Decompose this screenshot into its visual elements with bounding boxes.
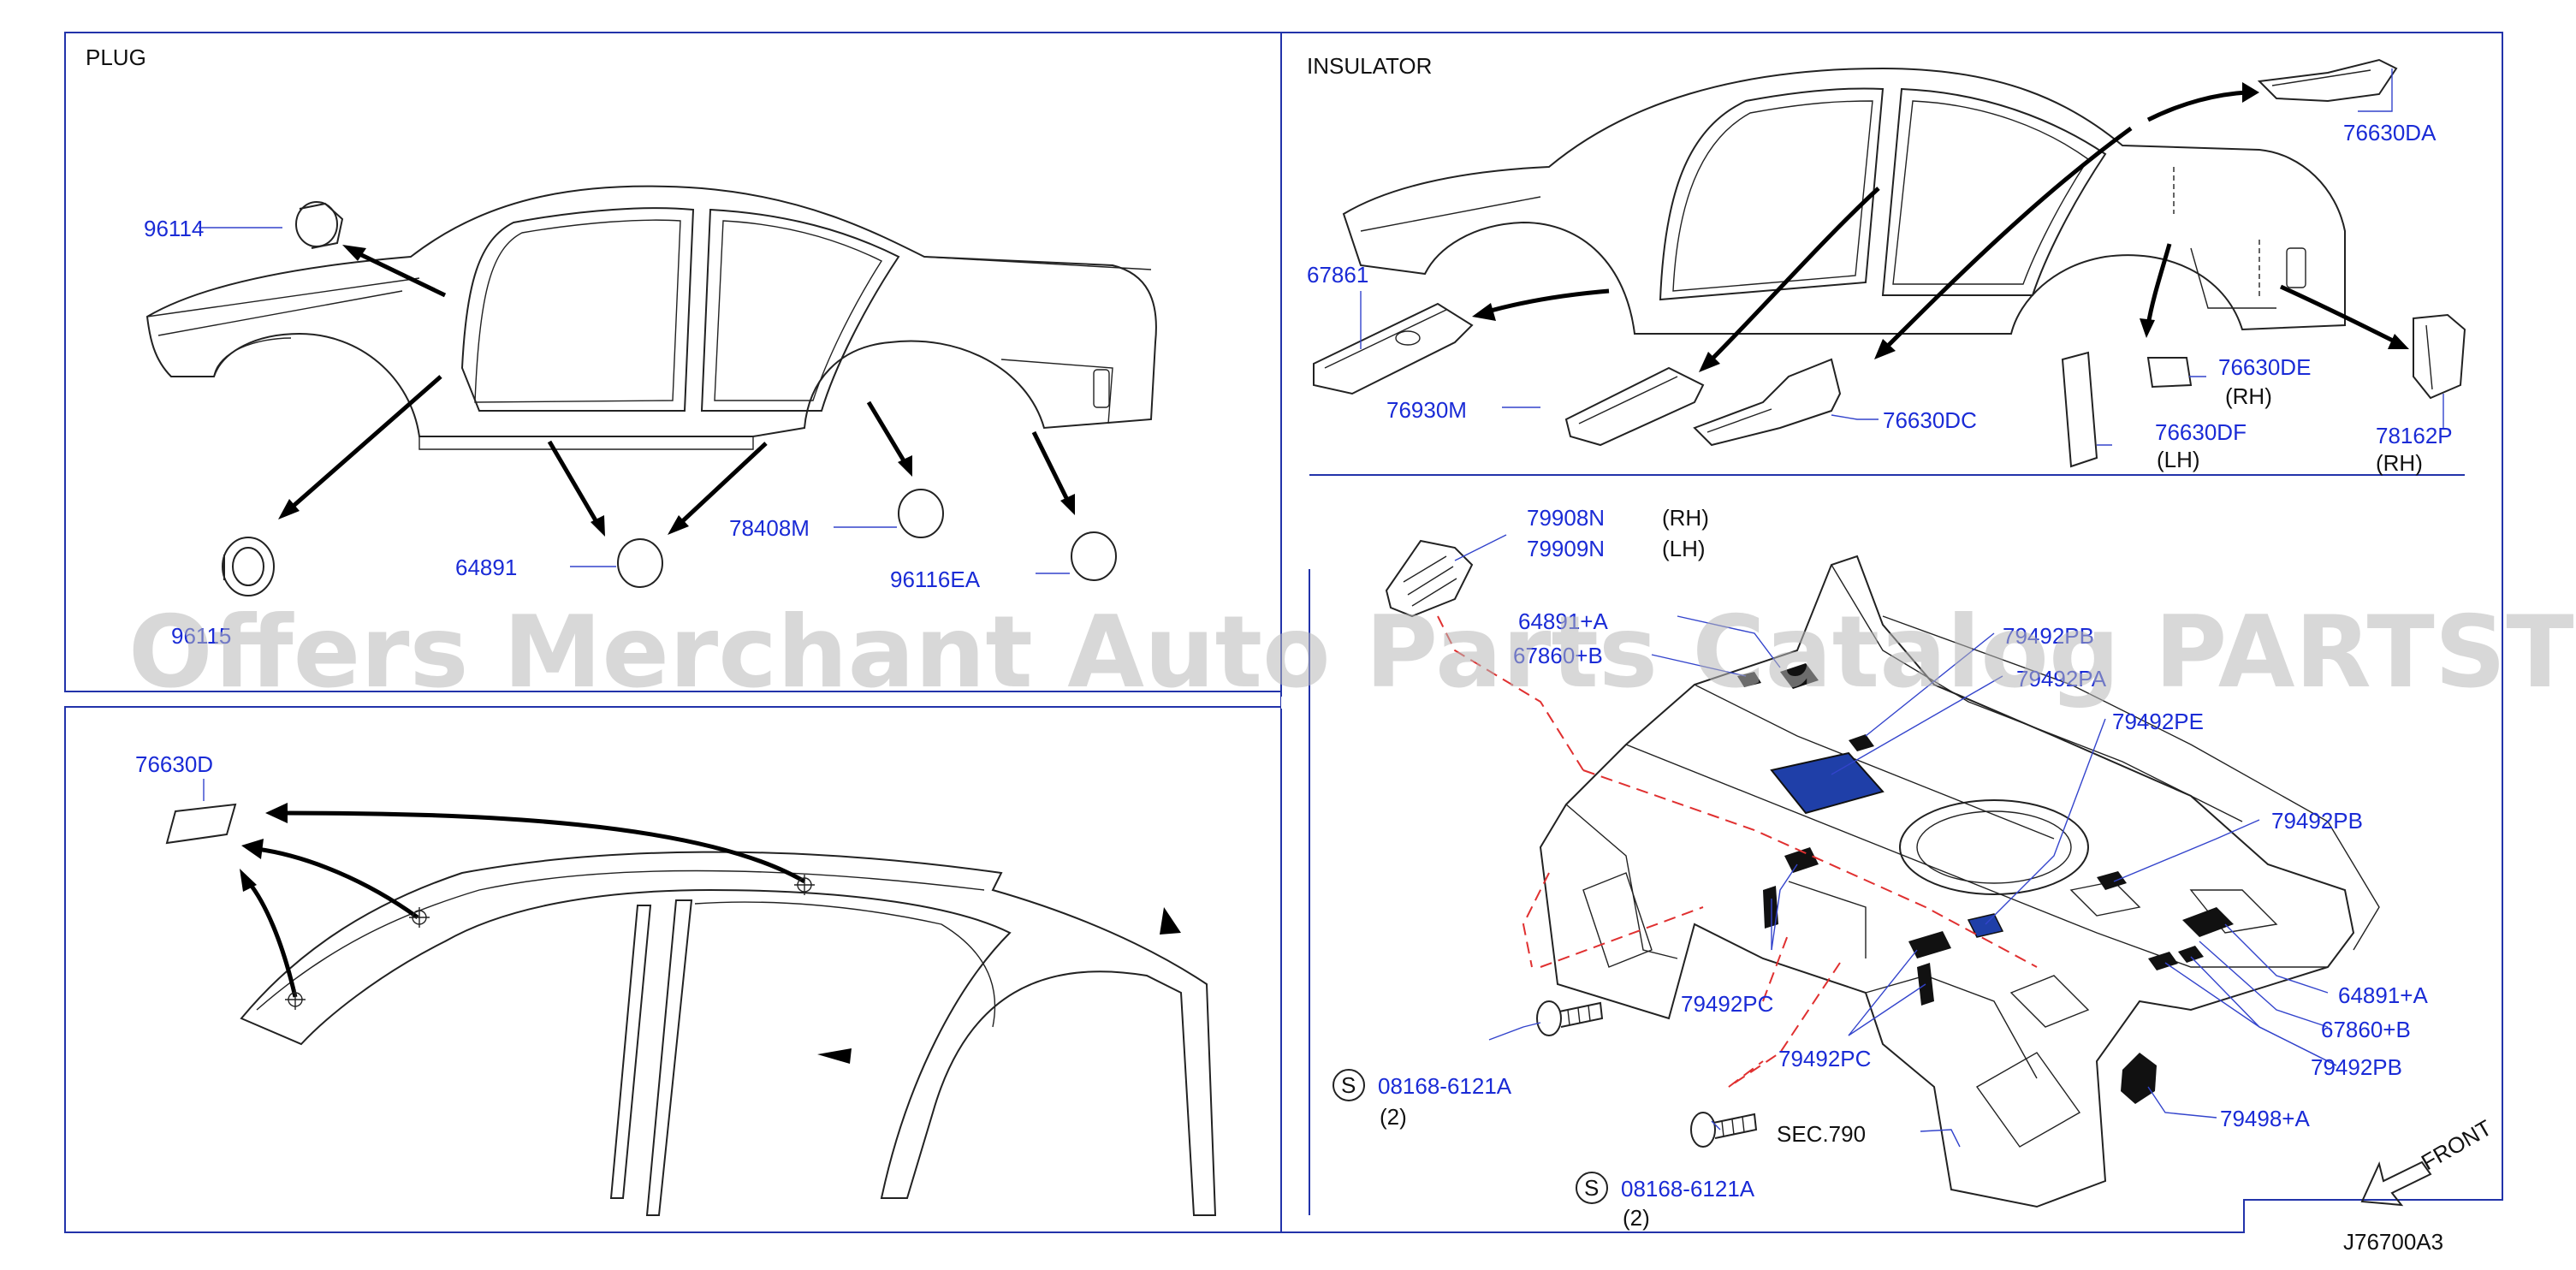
diagram-code: J76700A3	[2343, 1229, 2443, 1255]
hidden-lines	[1437, 615, 2038, 1088]
label-bolt-lower-qty: (2)	[1623, 1205, 1650, 1231]
label-76630DF: 76630DF	[2155, 419, 2247, 445]
svg-text:S: S	[1584, 1175, 1599, 1201]
label-76630DA: 76630DA	[2343, 120, 2437, 145]
floor-leaders	[1454, 534, 2337, 1148]
front-indicator: FRONT	[2360, 1114, 2496, 1207]
label-64891A-top: 64891+A	[1518, 608, 1608, 634]
part-76630DE	[2146, 357, 2193, 389]
part-bolt-upper	[1536, 1000, 1604, 1036]
part-64891-plug	[617, 538, 663, 588]
label-78162P: 78162P	[2376, 423, 2453, 448]
label-96116EA: 96116EA	[890, 567, 981, 592]
label-79492PB-top: 79492PB	[2003, 623, 2094, 649]
plug-title: PLUG	[86, 45, 146, 70]
part-76930M	[1564, 366, 1705, 447]
roof-rail-panel: 76630D	[135, 751, 1217, 1216]
label-96114: 96114	[144, 216, 204, 241]
part-96116EA-plug	[1071, 531, 1117, 581]
label-bolt-lower: 08168-6121A	[1621, 1176, 1755, 1202]
label-79908N-side: (RH)	[1662, 505, 1709, 531]
part-78162P	[2413, 313, 2466, 400]
frames	[64, 32, 2503, 1233]
floor-panel: S S 79908N (RH	[1333, 505, 2496, 1231]
insulator-pads	[1737, 663, 2234, 1104]
part-76630DF	[2061, 351, 2098, 468]
label-67860B-top: 67860+B	[1513, 643, 1603, 668]
insulator-car-body	[1342, 67, 2346, 335]
label-76630DE: 76630DE	[2218, 354, 2311, 380]
part-bolt-lower	[1690, 1112, 1758, 1148]
label-79492PE: 79492PE	[2112, 709, 2204, 734]
insulator-panel: INSULATOR	[1307, 53, 2466, 476]
label-79908N: 79908N	[1527, 505, 1605, 531]
label-76930M: 76930M	[1386, 397, 1467, 423]
label-sec790: SEC.790	[1777, 1121, 1866, 1147]
label-78408M: 78408M	[729, 515, 810, 541]
front-label: FRONT	[2417, 1114, 2496, 1175]
label-76630DF-side: (LH)	[2157, 447, 2200, 472]
label-79909N-side: (LH)	[1662, 536, 1706, 561]
label-76630D: 76630D	[135, 751, 213, 777]
watermark: Offers Merchant Auto Parts Catalog PARTS…	[128, 595, 2576, 710]
plug-arrows	[278, 245, 1075, 537]
part-96115-plug	[222, 537, 275, 596]
label-79909N: 79909N	[1527, 536, 1605, 561]
insulator-title: INSULATOR	[1307, 53, 1432, 79]
part-67861	[1313, 302, 1474, 395]
label-79492PB-low: 79492PB	[2311, 1054, 2402, 1080]
part-76630D-pad	[165, 803, 237, 845]
svg-text:S: S	[1341, 1072, 1356, 1098]
label-79498A: 79498+A	[2220, 1106, 2310, 1131]
label-64891-plug: 64891	[455, 555, 517, 580]
label-64891A-right: 64891+A	[2338, 982, 2428, 1008]
floor-structure	[1539, 555, 2380, 1208]
label-79492PC-left: 79492PC	[1681, 991, 1773, 1017]
part-79908N-clip	[1385, 539, 1474, 618]
part-76630DC	[1693, 358, 1842, 447]
label-79492PA: 79492PA	[2016, 666, 2107, 691]
part-96114-plug	[295, 201, 344, 249]
label-67861: 67861	[1307, 262, 1368, 288]
label-bolt-upper-qty: (2)	[1380, 1104, 1407, 1130]
part-78408M-plug	[898, 489, 944, 538]
label-79492PC-mid: 79492PC	[1778, 1046, 1871, 1071]
label-67860B-right: 67860+B	[2321, 1017, 2411, 1042]
label-79492PB-right: 79492PB	[2271, 808, 2363, 834]
s-mark-lower: S	[1576, 1172, 1608, 1204]
label-bolt-upper: 08168-6121A	[1378, 1073, 1512, 1099]
roof-rail-arrows	[240, 803, 806, 998]
label-96115: 96115	[171, 623, 231, 649]
plug-car-body	[145, 185, 1157, 450]
label-76630DC: 76630DC	[1883, 407, 1977, 433]
plug-panel: PLUG	[86, 45, 1157, 649]
insulator-arrows	[1472, 82, 2409, 372]
label-76630DE-side: (RH)	[2225, 383, 2272, 409]
part-76630DA	[2257, 58, 2398, 103]
s-mark-upper: S	[1333, 1069, 1365, 1101]
label-78162P-side: (RH)	[2376, 450, 2423, 476]
